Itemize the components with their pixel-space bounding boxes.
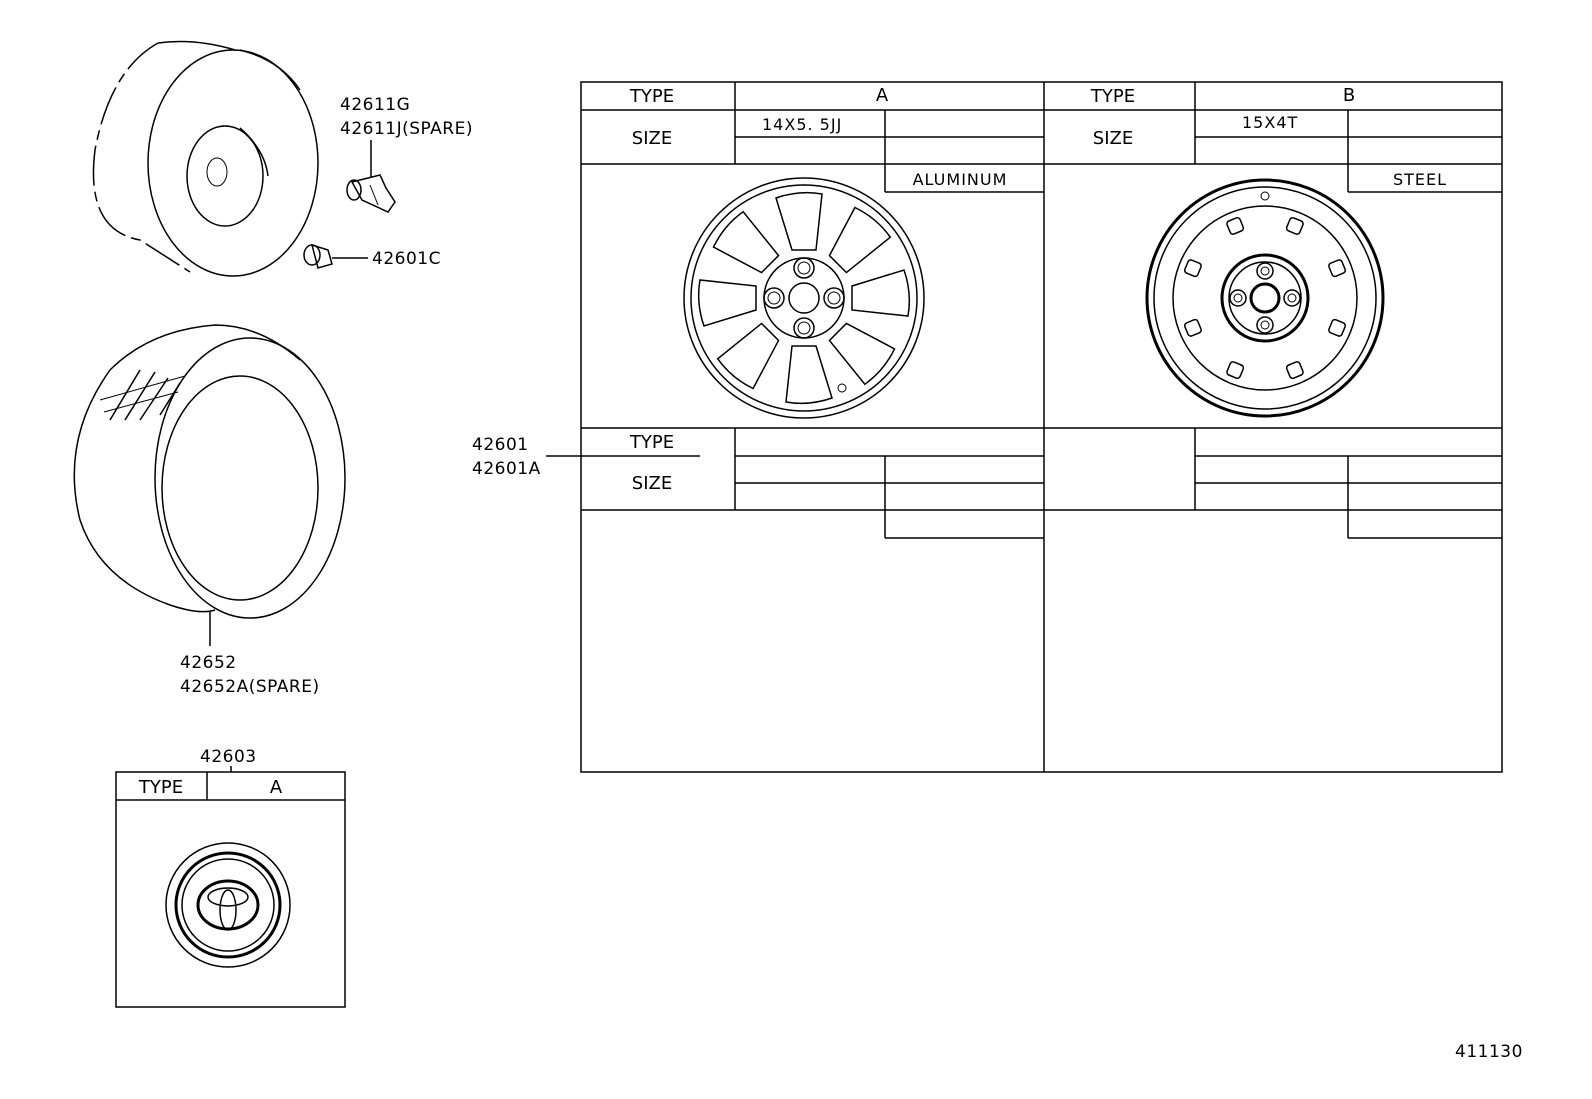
type-value-a: A [876, 85, 889, 106]
steel-wheel-icon [1145, 178, 1385, 418]
wheel-nut-icon [303, 243, 368, 269]
type-header-b: TYPE [1090, 86, 1135, 107]
lower-type-header: TYPE [629, 432, 674, 453]
callout-wheel-2: 42601A [472, 459, 541, 479]
material-a: ALUMINUM [913, 170, 1008, 189]
wheel-table [580, 81, 1503, 773]
callout-tire-1: 42652 [180, 653, 237, 673]
cap-type-a: A [270, 777, 283, 798]
size-value-a: 14X5. 5JJ [762, 115, 842, 134]
type-header-a: TYPE [629, 86, 674, 107]
size-header-a: SIZE [632, 128, 672, 149]
material-b: STEEL [1393, 170, 1447, 189]
size-value-b: 15X4T [1242, 113, 1298, 132]
tire-icon [73, 324, 346, 646]
figure-id: 411130 [1455, 1042, 1523, 1062]
callout-valve-g: 42611G [340, 95, 410, 115]
cap-type-header: TYPE [138, 777, 183, 798]
toyota-emblem-icon [196, 879, 260, 931]
lower-size-header: SIZE [632, 473, 672, 494]
type-value-b: B [1343, 85, 1355, 106]
valve-stem-icon [346, 140, 396, 213]
aluminum-wheel-icon [683, 177, 925, 419]
callout-tire-2: 42652A(SPARE) [180, 677, 320, 697]
tire-with-wheel-icon [92, 40, 319, 277]
callout-nut: 42601C [372, 249, 441, 269]
cap-table [115, 771, 346, 1008]
size-header-b: SIZE [1093, 128, 1133, 149]
hub-cap-icon [165, 842, 291, 968]
callout-valve-j: 42611J(SPARE) [340, 119, 473, 139]
callout-cap: 42603 [200, 747, 257, 767]
callout-wheel-1: 42601 [472, 435, 529, 455]
